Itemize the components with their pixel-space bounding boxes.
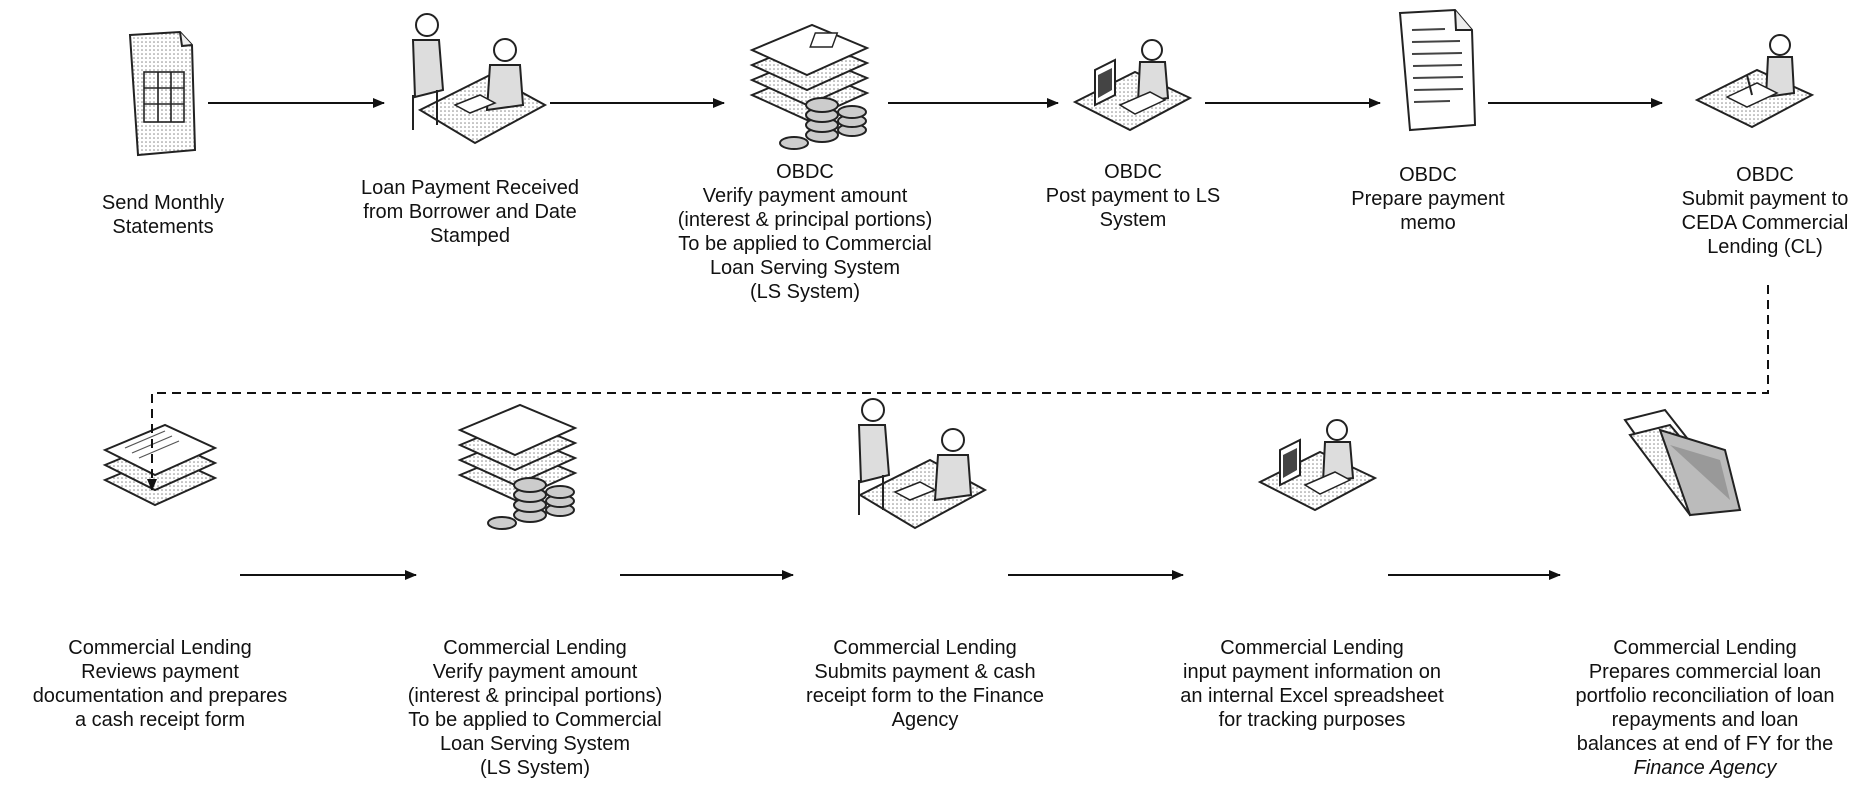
open-folder-icon (1623, 408, 1742, 517)
person-at-computer-icon (1072, 39, 1193, 132)
documents-and-coins-icon (749, 23, 870, 150)
spreadsheet-document-icon (128, 30, 197, 157)
two-people-at-desk-icon (857, 398, 988, 530)
two-people-at-desk-icon (411, 13, 548, 145)
dashed-connector-arrow (147, 285, 1769, 491)
memo-document-icon (1398, 8, 1477, 132)
person-at-computer-icon (1257, 419, 1378, 512)
documents-and-coins-icon (457, 403, 578, 530)
person-at-desk-icon (1694, 34, 1815, 129)
document-stack-icon (102, 423, 218, 507)
